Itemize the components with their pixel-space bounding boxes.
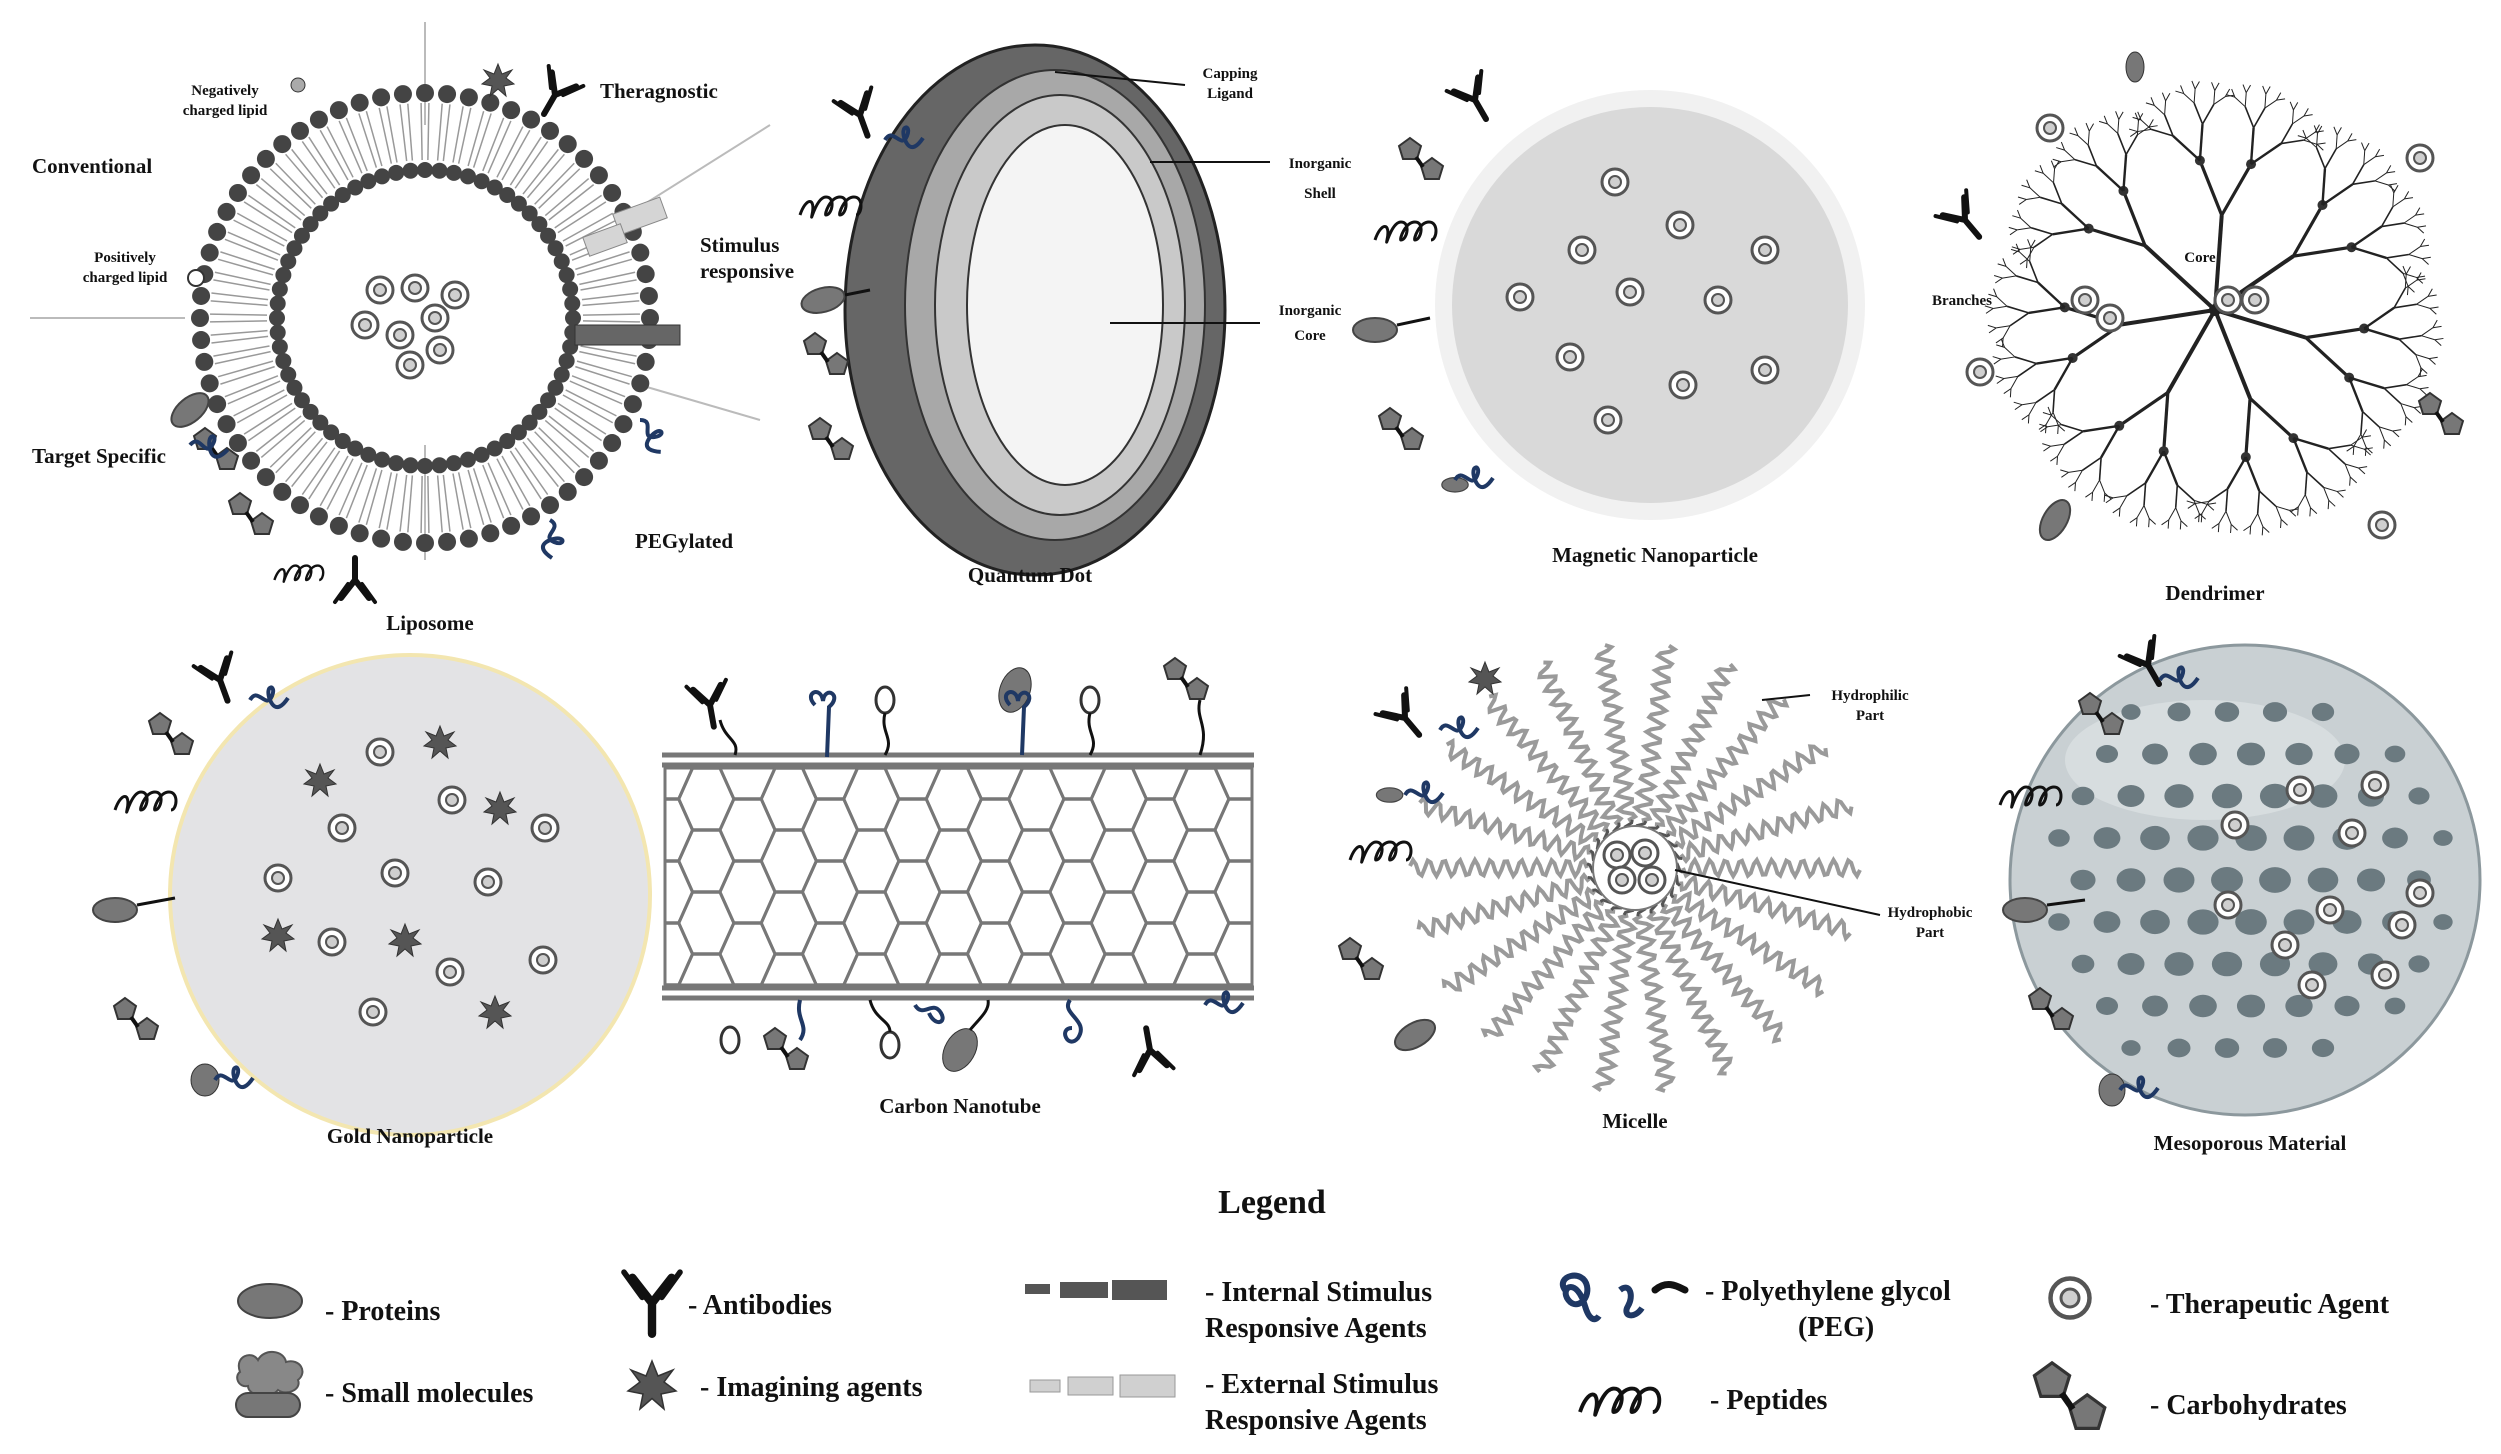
caption-magnetic: Magnetic Nanoparticle: [1552, 543, 1758, 567]
imaging-agent-icon: [627, 1360, 677, 1410]
dendrimer-panel: Core Branches Dendrimer: [1932, 51, 2465, 605]
liposome-cargo: [350, 273, 470, 380]
label-shell-2: Shell: [1304, 186, 1336, 202]
legend-label-peptides: - Peptides: [1710, 1385, 1828, 1416]
legend-proteins: - Proteins: [237, 1283, 440, 1327]
legend-label-peg-1: - Polyethylene glycol: [1705, 1276, 1951, 1307]
label-negatively-charged-1: Negatively: [191, 83, 259, 99]
external-stimulus-icon: [1029, 1374, 1176, 1398]
label-conventional: Conventional: [32, 154, 152, 178]
caption-liposome: Liposome: [386, 611, 474, 635]
dendrimer-branches: [1984, 80, 2444, 536]
label-negatively-charged-2: charged lipid: [183, 103, 268, 119]
peptide-icon: [1578, 1386, 1662, 1417]
legend-peptides: - Peptides: [1578, 1385, 1828, 1417]
antibody-icon: [624, 1272, 680, 1334]
legend-label-proteins: - Proteins: [325, 1296, 440, 1327]
legend-label-peg-2: (PEG): [1798, 1312, 1874, 1343]
magnetic-panel: Magnetic Nanoparticle: [1352, 71, 1865, 567]
label-theragnostic: Theragnostic: [600, 79, 718, 103]
legend-carbohydrates: - Carbohydrates: [2034, 1363, 2347, 1429]
label-stimulus-2: responsive: [700, 259, 794, 283]
label-hydrophilic-1: Hydrophilic: [1831, 688, 1909, 704]
caption-carbon-nanotube: Carbon Nanotube: [879, 1094, 1041, 1118]
label-hydrophilic-2: Part: [1856, 708, 1884, 724]
legend-label-external-2: Responsive Agents: [1205, 1405, 1427, 1436]
label-pegylated: PEGylated: [635, 529, 733, 553]
micelle-core: [1592, 825, 1678, 911]
carbon-nanotube-panel: Carbon Nanotube: [662, 656, 1254, 1118]
legend-label-antibodies: - Antibodies: [688, 1290, 832, 1321]
caption-dendrimer: Dendrimer: [2165, 581, 2264, 605]
label-capping-1: Capping: [1202, 66, 1258, 82]
small-molecule-icon: [235, 1351, 304, 1418]
legend-therapeutic: - Therapeutic Agent: [2051, 1279, 2390, 1320]
legend-internal-stimulus: - Internal Stimulus Responsive Agents: [1025, 1277, 1432, 1344]
legend-label-imaging: - Imagining agents: [700, 1372, 923, 1403]
caption-quantum-dot: Quantum Dot: [968, 563, 1092, 587]
liposome-surface-ligands: [164, 64, 681, 602]
internal-stimulus-icon: [1025, 1280, 1167, 1300]
legend-label-internal-2: Responsive Agents: [1205, 1313, 1427, 1344]
therapeutic-agent-icon: [2051, 1279, 2090, 1318]
label-core-2: Core: [1294, 328, 1326, 344]
legend-peg: - Polyethylene glycol (PEG): [1559, 1272, 1951, 1343]
quantum-dot-panel: Capping Ligand Inorganic Shell Inorganic…: [797, 43, 1352, 587]
label-dendrimer-core: Core: [2184, 250, 2216, 266]
caption-micelle: Micelle: [1602, 1109, 1667, 1133]
legend: Legend - Proteins - Small molecules - An…: [235, 1184, 2390, 1436]
liposome-panel: Negatively charged lipid Conventional Po…: [30, 22, 794, 635]
label-core-1: Inorganic: [1279, 303, 1342, 319]
legend-antibodies: - Antibodies: [624, 1272, 832, 1334]
liposome-bilayer: [191, 84, 659, 552]
legend-label-therapeutic: - Therapeutic Agent: [2150, 1289, 2390, 1320]
legend-external-stimulus: - External Stimulus Responsive Agents: [1029, 1369, 1438, 1436]
label-stimulus-1: Stimulus: [700, 233, 779, 257]
label-capping-2: Ligand: [1207, 86, 1254, 102]
caption-gold: Gold Nanoparticle: [327, 1124, 493, 1148]
legend-title: Legend: [1218, 1184, 1326, 1221]
label-target-specific: Target Specific: [32, 444, 166, 468]
label-hydrophobic-1: Hydrophobic: [1888, 905, 1973, 921]
legend-small-molecules: - Small molecules: [235, 1351, 534, 1418]
legend-label-small-molecules: - Small molecules: [325, 1378, 534, 1409]
micelle-panel: Hydrophilic Part Hydrophobic Part Micell…: [1337, 643, 1973, 1133]
legend-label-internal-1: - Internal Stimulus: [1205, 1277, 1432, 1308]
label-shell-1: Inorganic: [1289, 156, 1352, 172]
protein-icon: [237, 1283, 303, 1319]
peg-icon: [1559, 1272, 1689, 1323]
legend-label-carbohydrates: - Carbohydrates: [2150, 1390, 2347, 1421]
nanotube-lattice: [663, 766, 1254, 987]
carbohydrate-icon: [2034, 1363, 2104, 1429]
mesoporous-panel: Mesoporous Material: [1998, 636, 2482, 1155]
label-branches: Branches: [1932, 293, 1992, 309]
gold-panel: Gold Nanoparticle: [92, 652, 652, 1148]
legend-label-external-1: - External Stimulus: [1205, 1369, 1438, 1400]
legend-imaging: - Imagining agents: [627, 1360, 923, 1410]
label-positively-charged-1: Positively: [94, 250, 156, 266]
caption-mesoporous: Mesoporous Material: [2154, 1131, 2347, 1155]
label-hydrophobic-2: Part: [1916, 925, 1944, 941]
label-positively-charged-2: charged lipid: [83, 270, 168, 286]
